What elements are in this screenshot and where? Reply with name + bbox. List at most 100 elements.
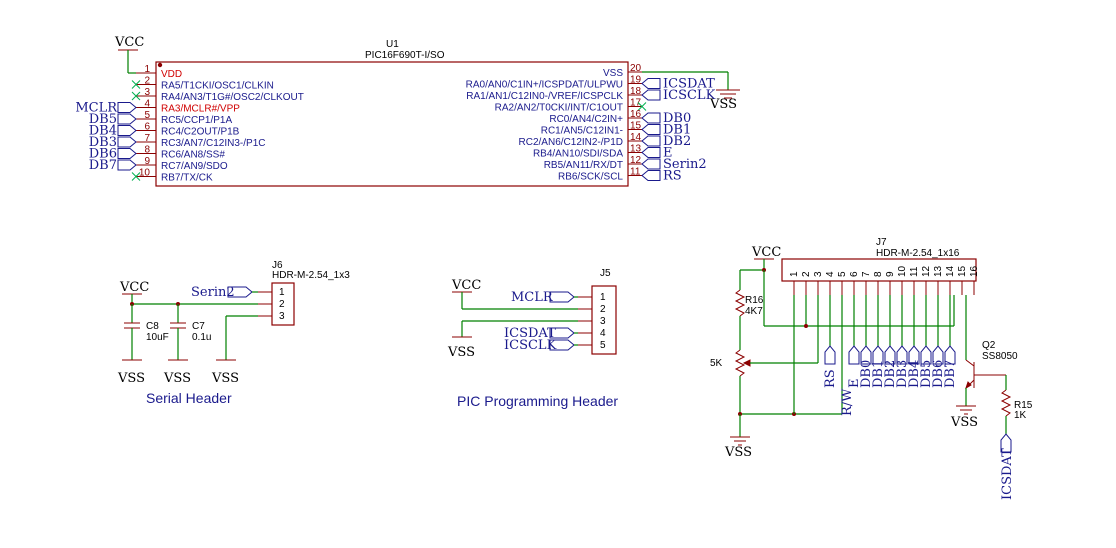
j7-pin-16-number: 16 (969, 265, 980, 277)
j5-net-icsclk: ICSCLK (504, 338, 557, 353)
q2-ref: Q2 (982, 340, 996, 351)
u1-pin-16-number: 16 (630, 109, 642, 120)
j7-pin-1-number: 1 (789, 271, 800, 277)
j7-net-label-db0: DB0 (859, 360, 874, 388)
u1-right-net-label-db2: DB2 (663, 134, 691, 149)
j5-ref: J5 (600, 268, 611, 279)
j7-ref: J7 (876, 237, 887, 248)
u1-pin-7-name: RC3/AN7/C12IN3-/P1C (161, 138, 265, 149)
u1-pin-5-number: 5 (144, 110, 150, 121)
u1-pin-16-name: RC0/AN4/C2IN+ (549, 114, 623, 125)
u1-left-net-flag-db3 (117, 136, 137, 148)
u1-pin-20-number: 20 (630, 63, 642, 74)
u1-right-net-label-icsdat: ICSDAT (663, 77, 715, 92)
j7-pin-3-number: 3 (813, 271, 824, 277)
u1-left-net-flag-db6 (117, 148, 137, 159)
j7-net-flag-rs (824, 345, 836, 365)
vss-label: VSS (709, 97, 737, 112)
u1-pin1-marker (157, 62, 163, 68)
u1-right-net-flag-icsclk (641, 89, 661, 101)
u1-pin-4-name: RA3/MCLR#/VPP (161, 104, 240, 115)
u1-pin-6-number: 6 (144, 122, 150, 133)
u1-pin-3-nc-mark (131, 91, 141, 101)
u1-pin-6-name: RC4/C2OUT/P1B (161, 127, 240, 138)
u1-pin-8-number: 8 (144, 145, 150, 156)
j7-net-flag-db5 (920, 345, 932, 365)
j5-body (591, 285, 617, 355)
u1-pin-12-name: RB5/AN11/RX/DT (544, 160, 623, 171)
u1-left-net-label-db5: DB5 (89, 112, 117, 127)
j7-vcc-label: VCC (751, 245, 781, 260)
j5-pin-3-number: 3 (600, 316, 606, 327)
c7-vss: VSS (163, 371, 191, 386)
j7-pin-15-number: 15 (957, 265, 968, 277)
j5-net-icsdat: ICSDAT (504, 326, 556, 341)
j5-pin-1-number: 1 (600, 292, 606, 303)
u1-pin-3-number: 3 (144, 87, 150, 98)
j6-part: HDR-M-2.54_1x3 (272, 270, 350, 281)
pot-value: 5K (710, 358, 723, 369)
c8-ref: C8 (146, 321, 159, 332)
u1-pin-1-number: 1 (144, 64, 150, 75)
r15-icsdat-label: ICSDAT (1000, 448, 1015, 500)
j5-net-mclr: MCLR (511, 290, 554, 305)
j7-net-label-db6: DB6 (931, 360, 946, 388)
u1-pin-18-number: 18 (630, 86, 642, 97)
j7-body (781, 258, 977, 282)
j7-pin-7-number: 7 (861, 271, 872, 277)
u1-right-net-label-icsclk: ICSCLK (663, 88, 716, 103)
j7-vss-label: VSS (724, 445, 752, 460)
r15-ref: R15 (1014, 400, 1033, 411)
u1-left-net-label-db4: DB4 (89, 124, 117, 139)
r16-value: 4K7 (745, 306, 763, 317)
j7-pin-8-number: 8 (873, 271, 884, 277)
j7-net-label-db3: DB3 (895, 360, 910, 388)
u1-left-net-label-db7: DB7 (89, 158, 117, 173)
u1-right-net-flag-serin2 (641, 158, 661, 170)
vcc-label: VCC (114, 35, 144, 50)
u1-pin-4-number: 4 (144, 99, 150, 110)
u1-pin-3-name: RA4/AN3/T1G#/OSC2/CLKOUT (161, 92, 304, 103)
j7-net-flag-db1 (872, 345, 884, 365)
j6-net-serin2: Serin2 (191, 285, 235, 300)
u1-right-net-label-serin2: Serin2 (663, 157, 707, 172)
u1-pin-10-nc-mark (131, 172, 141, 181)
u1-right-net-flag-e (641, 147, 661, 158)
u1-pin-12-number: 12 (630, 155, 642, 166)
c7-value: 0.1u (192, 332, 211, 343)
u1-pin-14-number: 14 (630, 132, 642, 143)
j7-net-flag-db4 (908, 345, 920, 365)
u1-pin-17-number: 17 (630, 98, 642, 109)
j5-pin-4-number: 4 (600, 328, 606, 339)
u1-right-net-label-db1: DB1 (663, 123, 691, 138)
u1-right-net-flag-db2 (641, 135, 661, 147)
q2-vss-label: VSS (950, 415, 978, 430)
j7-net-flag-e (848, 345, 860, 365)
u1-pin-5-name: RC5/CCP1/P1A (161, 115, 232, 126)
u1-left-net-label-db6: DB6 (89, 147, 117, 162)
c8-vss: VSS (117, 371, 145, 386)
u1-pin-19-name: RA0/AN0/C1IN+/ICSPDAT/ULPWU (466, 80, 623, 91)
u1-pin-18-name: RA1/AN1/C12IN0-/VREF/ICSPCLK (466, 91, 623, 102)
q2-part: SS8050 (982, 351, 1018, 362)
u1-pin-2-name: RA5/T1CKI/OSC1/CLKIN (161, 81, 274, 92)
r15-icsdat-flag (1000, 433, 1012, 453)
j7-part: HDR-M-2.54_1x16 (876, 248, 960, 259)
j7-pin-13-number: 13 (933, 265, 944, 277)
u1-pin-8-name: RC6/AN8/SS# (161, 150, 225, 161)
u1-pin-15-name: RC1/AN5/C12IN1- (541, 126, 623, 137)
j7-net-label-rs: RS (823, 369, 838, 388)
u1-pin-11-name: RB6/SCK/SCL (558, 172, 623, 183)
j6-pin1: 1 (279, 287, 285, 298)
u1-right-net-label-e: E (663, 146, 673, 161)
u1-vcc-supply: VCC (114, 35, 144, 74)
j7-net-flag-db7 (944, 345, 956, 365)
j7-net-label-db5: DB5 (919, 360, 934, 388)
u1-pin-9-name: RC7/AN9/SDO (161, 161, 228, 172)
